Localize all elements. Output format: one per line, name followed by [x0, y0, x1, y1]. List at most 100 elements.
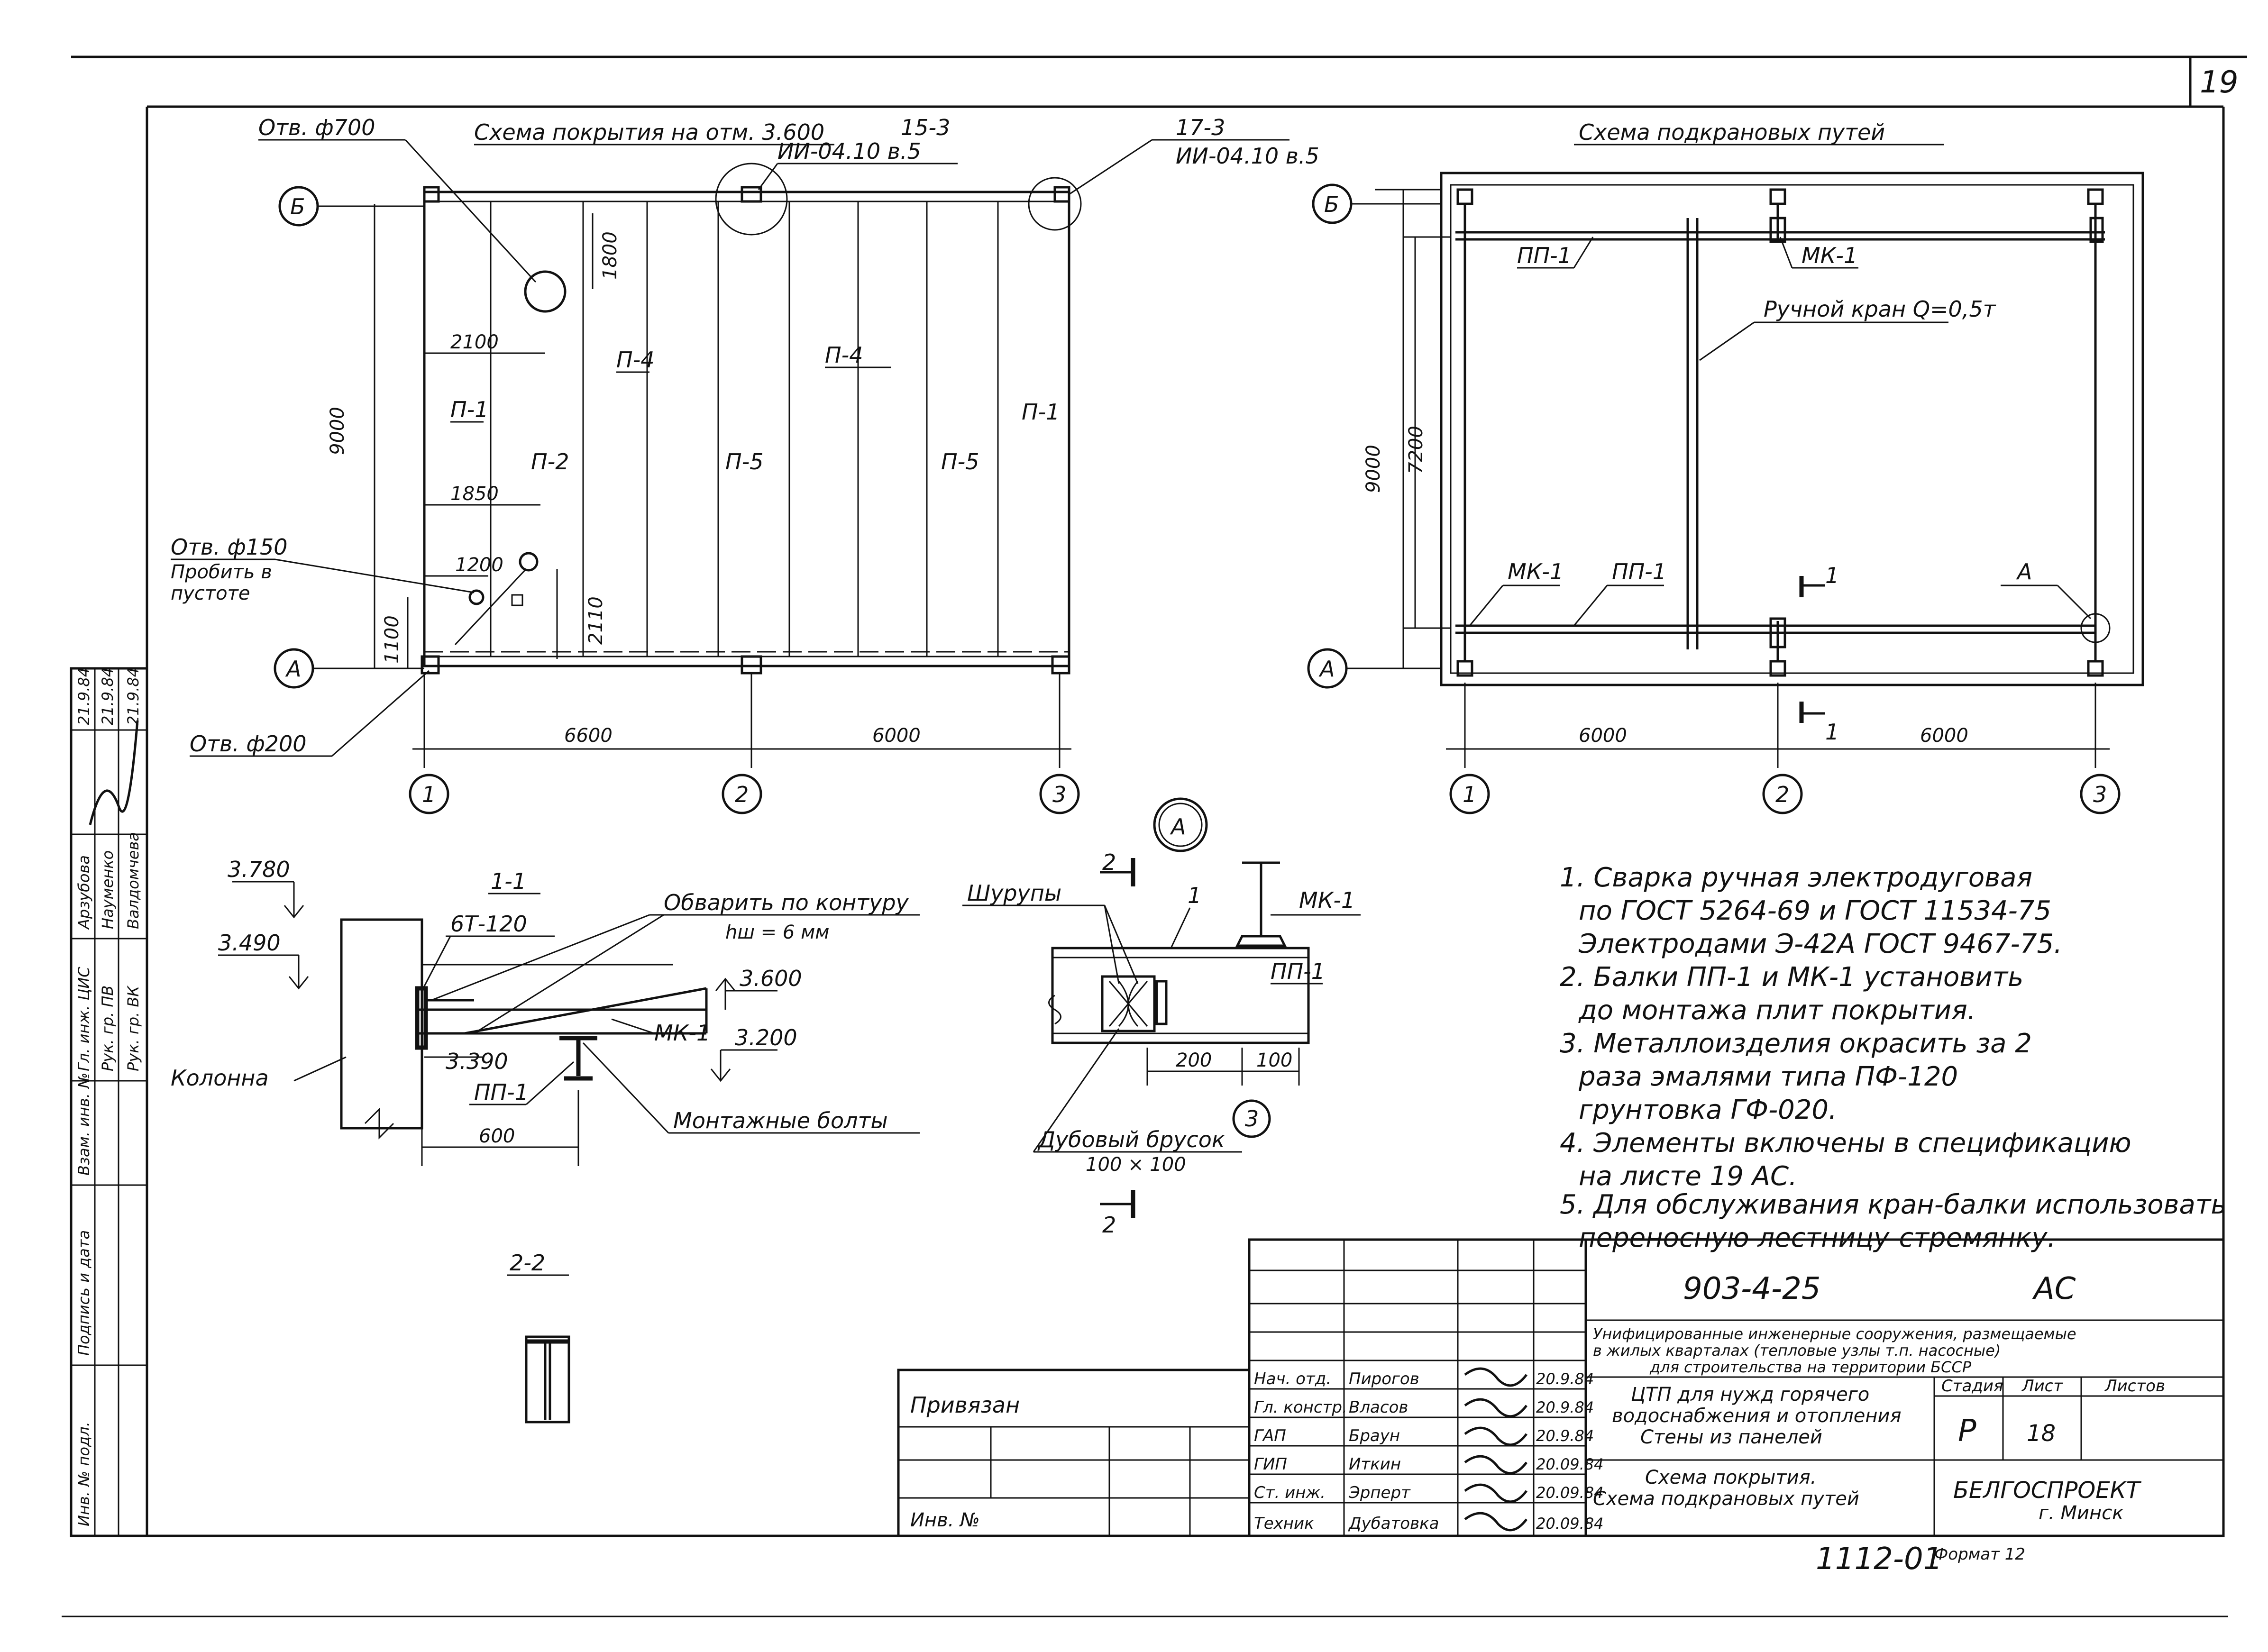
node-a-mk1: МК-1: [1299, 887, 1355, 913]
side-stamp-name-1: Арзубова: [75, 855, 93, 930]
crane-cut-bottom: 1: [1825, 719, 1839, 745]
roof-dim-right: 6000: [872, 725, 921, 747]
node-15-label: 15-3: [901, 115, 950, 140]
format-label: Формат 12: [1934, 1545, 2025, 1564]
crane-axis-a: А: [1318, 656, 1335, 682]
roof-dim-2110: 2110: [585, 596, 607, 645]
signature-1: [1464, 1367, 1527, 1387]
name-3: Браун: [1349, 1426, 1400, 1445]
section-22-title: 2-2: [510, 1250, 545, 1276]
roof-axis-b: Б: [290, 194, 305, 219]
node-a-part-1: 1: [1188, 883, 1201, 908]
note-line-2: по ГОСТ 5264-69 и ГОСТ 11534-75: [1579, 895, 2051, 926]
roof-plan: Схема покрытия на отм. 3.600: [171, 115, 1319, 814]
inv-label: Инв. №: [910, 1509, 980, 1531]
note-line-4: 2. Балки ПП-1 и МК-1 установить: [1560, 962, 2023, 993]
note-line-3: Электродами Э-42А ГОСТ 9467-75.: [1578, 929, 2062, 959]
note-line-5: до монтажа плит покрытия.: [1578, 995, 1976, 1026]
level-3780: 3.780: [228, 857, 290, 882]
side-stamp-name-2: Науменко: [99, 850, 117, 929]
level-3490: 3.490: [218, 930, 281, 956]
crane-pp1-bottom: ПП-1: [1612, 559, 1666, 584]
roof-axis-3: 3: [1052, 782, 1066, 807]
side-stamp-role-2: Рук. гр. ПВ: [99, 986, 117, 1071]
roof-axis-2: 2: [735, 782, 749, 807]
role-3: ГАП: [1254, 1426, 1286, 1445]
crane-axis-2: 2: [1775, 782, 1789, 807]
roof-dim-height: 9000: [327, 407, 348, 455]
opening-150-note-2: пустоте: [171, 583, 250, 604]
panel-p4-b: П-4: [825, 342, 863, 368]
sheet-number: 19: [2200, 65, 2238, 100]
section-22-shape: [525, 1335, 570, 1424]
side-stamp-signature: [89, 720, 139, 825]
opening-150-label: Отв. ф150: [171, 534, 288, 560]
node-15-3: [715, 163, 788, 236]
end-plate: [415, 986, 428, 1050]
date-4: 20.09.84: [1536, 1455, 1604, 1473]
name-1: Пирогов: [1349, 1369, 1419, 1388]
level-3600: 3.600: [740, 966, 802, 991]
roof-axis-1: 1: [422, 782, 436, 807]
project-line-1: Унифицированные инженерные сооружения, р…: [1593, 1325, 2076, 1343]
name-4: Иткин: [1349, 1455, 1401, 1474]
node-17-ref: ИИ-04.10 в.5: [1176, 143, 1319, 169]
signature-4: [1464, 1455, 1527, 1475]
crane-axis-b: Б: [1324, 192, 1339, 217]
note-line-8: грунтовка ГФ-020.: [1579, 1095, 1837, 1125]
side-stamp-role-3: Рук. гр. ВК: [124, 986, 142, 1071]
lists-header: Листов: [2104, 1377, 2165, 1396]
crane-node-a-label: А: [2016, 559, 2032, 584]
roof-plan-title: Схема покрытия на отм. 3.600: [474, 119, 824, 145]
side-stamp-date-3: 21.9.84: [124, 667, 142, 725]
node-a-dim-100: 100: [1256, 1050, 1292, 1071]
bolts-label: Монтажные болты: [673, 1108, 888, 1133]
side-stamp-role-1: Гл. инж. ЦИС: [75, 967, 93, 1071]
sheet-frame: 19: [62, 55, 2247, 1617]
opening-700: [524, 270, 567, 313]
side-stamp-name-3: Валдомчева: [124, 832, 142, 929]
side-stamp-replace: Взам. инв. №: [75, 1073, 93, 1176]
note-line-6: 3. Металлоизделия окрасить за 2: [1560, 1028, 2032, 1059]
roof-dim-1800: 1800: [599, 231, 621, 280]
date-5: 20.09.84: [1536, 1484, 1604, 1502]
note-line-1: 1. Сварка ручная электродуговая: [1560, 862, 2032, 893]
note-line-12: переносную лестницу-стремянку.: [1579, 1223, 2056, 1253]
sheet-title-1: Схема покрытия.: [1645, 1467, 1816, 1488]
level-3390: 3.390: [446, 1049, 508, 1074]
signature-3: [1464, 1426, 1527, 1446]
roof-axis-a: А: [285, 656, 301, 682]
panel-p1-left: П-1: [450, 397, 488, 422]
role-1: Нач. отд.: [1254, 1369, 1331, 1388]
panel-p1-right: П-1: [1022, 399, 1060, 425]
crane-plan: Схема подкрановых путей ПП-1: [1307, 119, 2144, 814]
stage-header: Стадия: [1941, 1377, 2003, 1396]
roof-dim-1850: 1850: [450, 483, 499, 505]
crane-cut-top: 1: [1825, 563, 1839, 588]
opening-150-note-1: Пробить в: [171, 561, 272, 583]
opening-200-label: Отв. ф200: [190, 731, 307, 757]
roof-dim-1100: 1100: [381, 615, 403, 664]
name-2: Власов: [1349, 1398, 1408, 1417]
node-a-dim-200: 200: [1176, 1050, 1212, 1071]
node-a-cut-bottom: 2: [1102, 1212, 1116, 1238]
section-2-2: 2-2: [507, 1250, 570, 1424]
opening-700-label: Отв. ф700: [258, 115, 375, 140]
sec11-mk1: МК-1: [654, 1020, 710, 1046]
org-name: БЕЛГОСПРОЕКТ: [1953, 1477, 2142, 1504]
doc-code: 903-4-25: [1683, 1271, 1821, 1306]
project-line-3: для строительства на территории БССР: [1649, 1358, 1972, 1376]
crane-axis-3: 3: [2093, 782, 2107, 807]
side-stamp-sign: Подпись и дата: [75, 1230, 93, 1356]
panel-p5-b: П-5: [941, 449, 979, 475]
node-a-pp1: ПП-1: [1271, 958, 1325, 984]
crane-axis-1: 1: [1463, 782, 1476, 807]
oak-label: Дубовый брусок: [1037, 1127, 1225, 1152]
plate-6t120: 6Т-120: [450, 911, 527, 937]
crane-label: Ручной кран Q=0,5т: [1764, 296, 1996, 322]
roof-dim-2100: 2100: [450, 331, 499, 353]
crane-pp1-top: ПП-1: [1517, 243, 1572, 268]
role-2: Гл. констр.: [1254, 1398, 1347, 1417]
pp1-beam-section: [1051, 947, 1310, 1044]
